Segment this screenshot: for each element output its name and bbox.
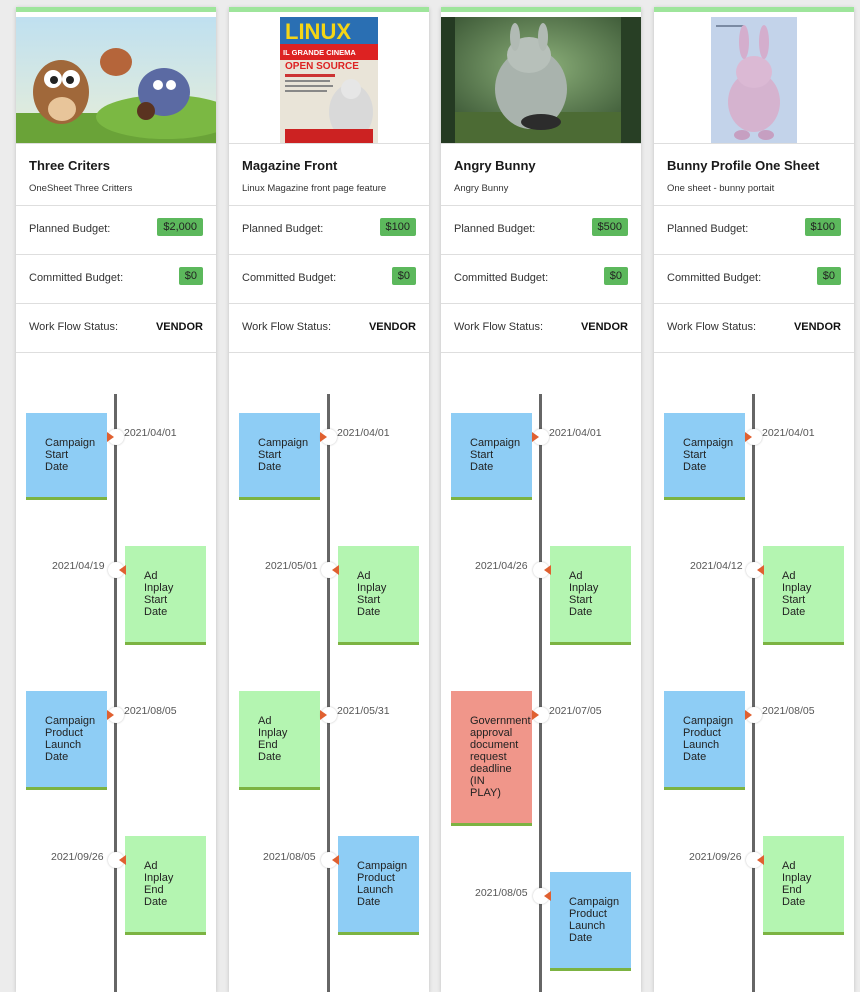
workflow-status-value: VENDOR [580, 321, 628, 333]
timeline-event[interactable]: Campaign Product Launch Date [26, 691, 107, 790]
card-subtitle: One sheet - bunny portait [667, 183, 775, 194]
event-pointer-icon [119, 855, 126, 865]
timeline-line [327, 394, 330, 992]
project-card[interactable]: Bunny Profile One Sheet One sheet - bunn… [654, 7, 854, 992]
project-card[interactable]: Angry Bunny Angry Bunny Planned Budget: … [441, 7, 641, 992]
timeline-line [752, 394, 755, 992]
card-image[interactable] [16, 17, 216, 143]
card-title: Magazine Front [242, 158, 338, 173]
magazine-headline: IL GRANDE CINEMA [283, 48, 356, 57]
committed-budget-label: Committed Budget: [667, 272, 762, 284]
event-pointer-icon [544, 565, 551, 575]
event-pointer-icon [107, 710, 114, 720]
event-date: 2021/08/05 [263, 851, 316, 863]
timeline-event[interactable]: Campaign Start Date [451, 413, 532, 500]
committed-budget-label: Committed Budget: [454, 272, 549, 284]
event-pointer-icon [757, 565, 764, 575]
timeline-event[interactable]: Campaign Product Launch Date [664, 691, 745, 790]
event-pointer-icon [757, 855, 764, 865]
planned-budget-label: Planned Budget: [454, 223, 536, 235]
timeline-event[interactable]: Ad Inplay End Date [239, 691, 320, 790]
event-date: 2021/05/31 [337, 705, 390, 717]
event-date: 2021/04/01 [549, 427, 602, 439]
card-title: Angry Bunny [454, 158, 536, 173]
planned-budget-badge: $500 [591, 218, 628, 236]
event-date: 2021/08/05 [124, 705, 177, 717]
committed-budget-label: Committed Budget: [29, 272, 124, 284]
event-pointer-icon [107, 432, 114, 442]
event-date: 2021/04/19 [52, 560, 105, 572]
card-title: Bunny Profile One Sheet [667, 158, 820, 173]
event-date: 2021/07/05 [549, 705, 602, 717]
magazine-masthead: LINUX [285, 19, 351, 44]
event-date: 2021/04/26 [475, 560, 528, 572]
planned-budget-label: Planned Budget: [242, 223, 324, 235]
magazine-headline: OPEN SOURCE [285, 61, 359, 72]
workflow-status-label: Work Flow Status: [667, 321, 757, 333]
timeline-event[interactable]: Ad Inplay End Date [763, 836, 844, 935]
workflow-status-value: VENDOR [155, 321, 203, 333]
planned-budget-label: Planned Budget: [29, 223, 111, 235]
committed-budget-label: Committed Budget: [242, 272, 337, 284]
card-subtitle: OneSheet Three Critters [29, 183, 133, 194]
event-pointer-icon [745, 432, 752, 442]
timeline-event[interactable]: Campaign Start Date [239, 413, 320, 500]
workflow-status-label: Work Flow Status: [454, 321, 544, 333]
event-date: 2021/09/26 [689, 851, 742, 863]
timeline-event[interactable]: Ad Inplay Start Date [763, 546, 844, 645]
card-image[interactable] [441, 17, 641, 143]
event-date: 2021/04/01 [337, 427, 390, 439]
event-pointer-icon [320, 432, 327, 442]
event-date: 2021/05/01 [265, 560, 318, 572]
timeline-event[interactable]: Ad Inplay End Date [125, 836, 206, 935]
card-subtitle: Linux Magazine front page feature [242, 183, 387, 194]
event-pointer-icon [320, 710, 327, 720]
event-date: 2021/08/05 [475, 887, 528, 899]
timeline-event[interactable]: Campaign Product Launch Date [338, 836, 419, 935]
event-pointer-icon [544, 891, 551, 901]
timeline-event[interactable]: Ad Inplay Start Date [550, 546, 631, 645]
timeline-event[interactable]: Ad Inplay Start Date [338, 546, 419, 645]
timeline-event[interactable]: Ad Inplay Start Date [125, 546, 206, 645]
timeline-line [114, 394, 117, 992]
event-pointer-icon [332, 565, 339, 575]
event-pointer-icon [532, 432, 539, 442]
project-card[interactable]: Three Criters OneSheet Three Critters Pl… [16, 7, 216, 992]
timeline-event[interactable]: Campaign Start Date [664, 413, 745, 500]
committed-budget-badge: $0 [603, 267, 628, 285]
planned-budget-badge: $2,000 [157, 218, 203, 236]
event-pointer-icon [332, 855, 339, 865]
event-date: 2021/08/05 [762, 705, 815, 717]
planned-budget-label: Planned Budget: [667, 223, 749, 235]
timeline-event[interactable]: Government approval document request dea… [451, 691, 532, 826]
timeline-line [539, 394, 542, 992]
timeline-event[interactable]: Campaign Start Date [26, 413, 107, 500]
project-card[interactable]: LINUX IL GRANDE CINEMA OPEN SOURCE Magaz… [229, 7, 429, 992]
committed-budget-badge: $0 [816, 267, 841, 285]
event-date: 2021/09/26 [51, 851, 104, 863]
workflow-status-value: VENDOR [793, 321, 841, 333]
event-date: 2021/04/01 [124, 427, 177, 439]
card-image[interactable] [654, 17, 854, 143]
timeline-event[interactable]: Campaign Product Launch Date [550, 872, 631, 971]
event-date: 2021/04/01 [762, 427, 815, 439]
event-pointer-icon [119, 565, 126, 575]
workflow-status-label: Work Flow Status: [242, 321, 332, 333]
workflow-status-value: VENDOR [368, 321, 416, 333]
committed-budget-badge: $0 [391, 267, 416, 285]
event-date: 2021/04/12 [690, 560, 743, 572]
card-subtitle: Angry Bunny [454, 183, 509, 194]
workflow-status-label: Work Flow Status: [29, 321, 119, 333]
event-pointer-icon [745, 710, 752, 720]
committed-budget-badge: $0 [178, 267, 203, 285]
event-pointer-icon [532, 710, 539, 720]
planned-budget-badge: $100 [804, 218, 841, 236]
card-image[interactable]: LINUX IL GRANDE CINEMA OPEN SOURCE [229, 17, 429, 143]
planned-budget-badge: $100 [379, 218, 416, 236]
card-title: Three Criters [29, 158, 110, 173]
